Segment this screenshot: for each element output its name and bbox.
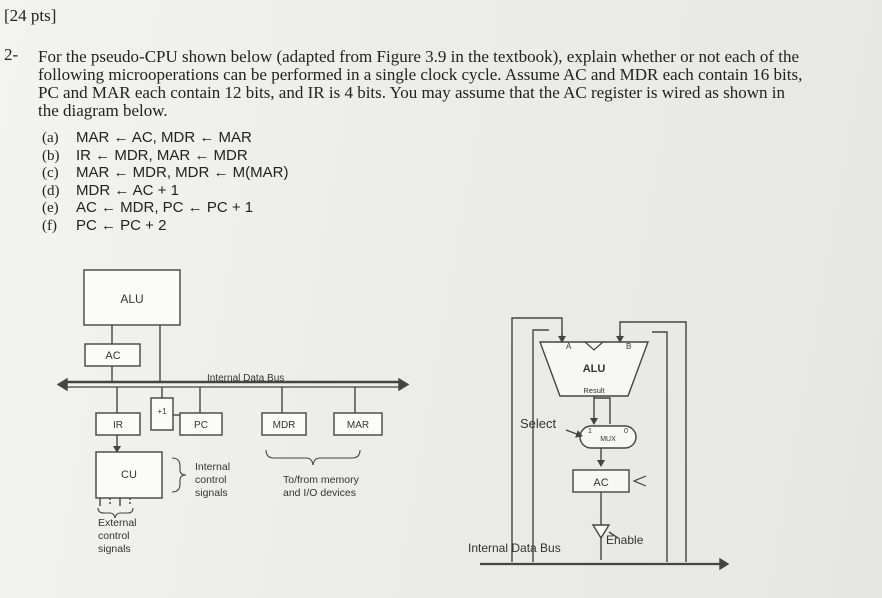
option-a: (a) MAR ← AC, MDR ← MAR (42, 129, 288, 147)
ac-label: AC (105, 350, 120, 362)
enable-label: Enable (606, 533, 644, 547)
bus-label: Internal Data Bus (207, 373, 284, 384)
result-label: Result (583, 386, 605, 395)
option-label: (b) (42, 147, 60, 164)
option-c: (c) MAR ← MDR, MDR ← M(MAR) (42, 164, 288, 182)
cu-label: CU (121, 469, 137, 481)
memory-label: To/from memory (283, 474, 360, 486)
option-label: (d) (42, 182, 60, 199)
mux-input-1: 1 (588, 428, 592, 435)
question-text: For the pseudo-CPU shown below (adapted … (38, 48, 874, 120)
internal-control-label: signals (195, 487, 228, 499)
option-text: MAR ← AC, MDR ← MAR (76, 129, 252, 146)
mdr-label: MDR (273, 420, 296, 431)
option-text: AC ← MDR, PC ← PC + 1 (76, 199, 254, 216)
points-header: [24 pts] (4, 6, 57, 25)
pc-register (179, 412, 223, 436)
inc-label: +1 (157, 407, 167, 416)
options-list: (a) MAR ← AC, MDR ← MAR (b) IR ← MDR, MAR … (42, 129, 288, 234)
pc-label: PC (194, 420, 208, 431)
mar-label: MAR (347, 420, 369, 431)
alu-input-b: B (626, 342, 631, 351)
ir-register (95, 412, 141, 436)
incrementer (150, 397, 174, 431)
alu-label-right: ALU (583, 363, 606, 375)
question-line: the diagram below. (38, 101, 168, 120)
option-text: PC ← PC + 2 (76, 216, 167, 234)
external-label: signals (98, 543, 131, 555)
question-number: 2- (4, 45, 19, 64)
alu-input-a: A (566, 342, 572, 351)
ac-label-right: AC (593, 477, 608, 489)
option-label: (a) (42, 130, 59, 146)
question-line: following microoperations can be perform… (38, 65, 803, 84)
option-b: (b) IR ← MDR, MAR ← MDR (42, 147, 288, 165)
option-label: (f) (42, 217, 57, 234)
ir-label: IR (113, 420, 123, 431)
tri-state-buffer (591, 524, 611, 540)
mdr-register (261, 412, 307, 436)
left-cpu-diagram (56, 269, 410, 519)
external-label: control (98, 530, 130, 542)
option-f: (f) PC ← PC + 2 (42, 217, 288, 235)
cu-box (95, 451, 163, 499)
bus-label-right: Internal Data Bus (468, 541, 561, 555)
option-text: IR ← MDR, MAR ← MDR (76, 146, 248, 164)
external-label: External (98, 517, 137, 529)
mux-input-0: 0 (624, 428, 628, 435)
alu-box (83, 269, 181, 326)
internal-control-label: control (195, 474, 227, 486)
option-d: (d) MDR ← AC + 1 (42, 182, 288, 200)
option-label: (e) (42, 200, 59, 216)
option-text: MDR ← AC + 1 (76, 181, 179, 199)
right-ac-diagram (480, 317, 730, 571)
option-e: (e) AC ← MDR, PC ← PC + 1 (42, 199, 288, 217)
alu-trapezoid (538, 341, 650, 397)
question-line: For the pseudo-CPU shown below (adapted … (38, 47, 800, 66)
mux-label: MUX (600, 436, 616, 443)
option-text: MAR ← MDR, MDR ← M(MAR) (76, 164, 289, 181)
memory-label: and I/O devices (283, 487, 356, 499)
mar-register (333, 412, 383, 436)
alu-label: ALU (120, 292, 143, 306)
question-line: PC and MAR each contain 12 bits, and IR … (38, 83, 785, 102)
select-label: Select (520, 416, 557, 431)
option-label: (c) (42, 165, 59, 181)
internal-control-label: Internal (195, 461, 230, 473)
